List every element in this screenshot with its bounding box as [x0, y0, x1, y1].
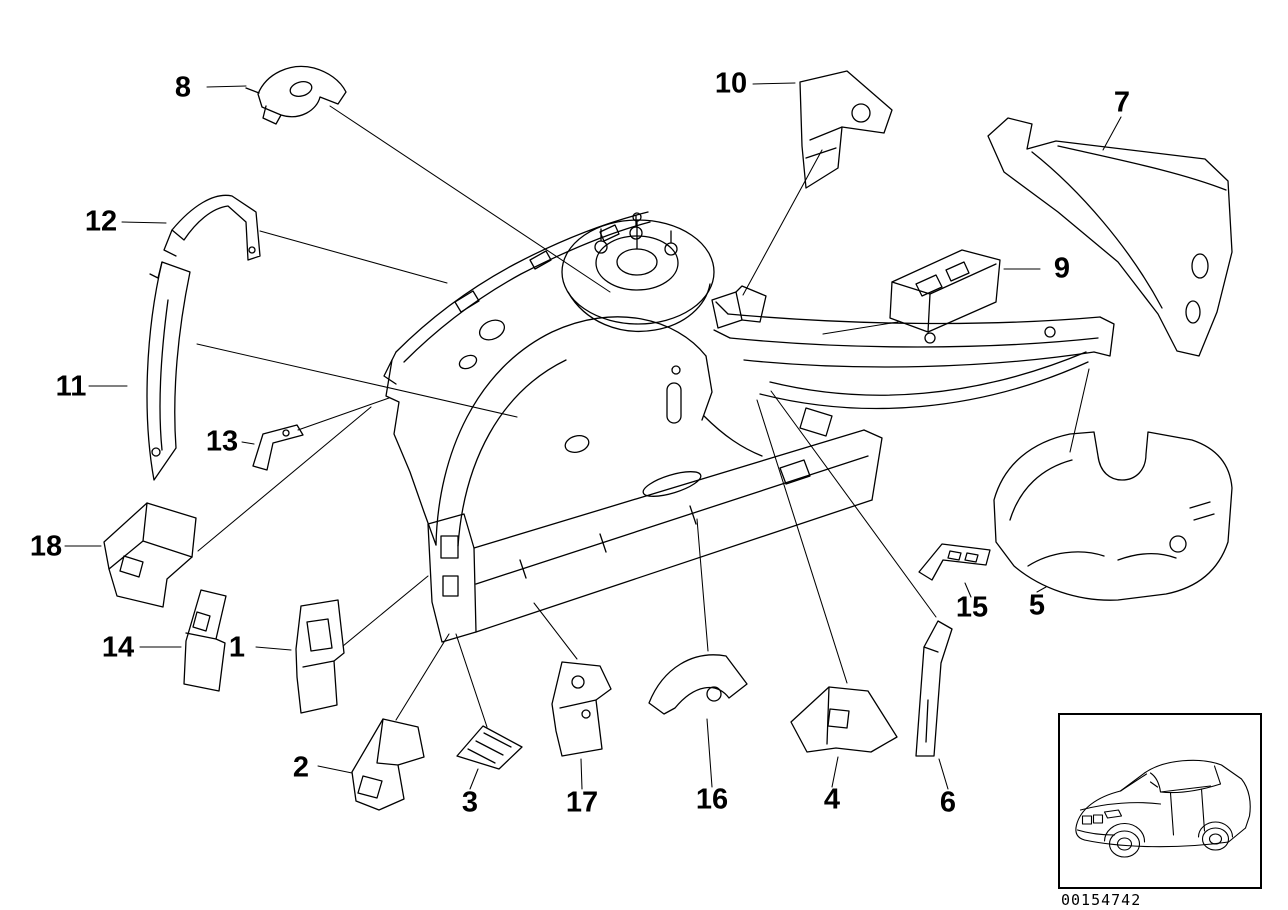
part-14-drawing: [183, 589, 227, 692]
leader-15: [964, 582, 972, 598]
callout-16[interactable]: 16: [695, 783, 729, 816]
car-icon: [1075, 759, 1251, 858]
leader-7: [1102, 116, 1122, 151]
part-5-drawing: [993, 431, 1233, 601]
leader-1: [255, 575, 429, 651]
leader-6: [770, 390, 949, 790]
leader-3: [455, 633, 488, 790]
part-15-drawing: [918, 543, 991, 581]
image-code: 00154742: [1060, 890, 1145, 910]
callout-14[interactable]: 14: [101, 631, 135, 664]
callout-8[interactable]: 8: [174, 71, 192, 104]
callout-3[interactable]: 3: [461, 786, 479, 819]
leader-5: [1036, 368, 1090, 593]
part-4-drawing: [790, 686, 898, 753]
leader-12: [121, 221, 448, 284]
part-9-drawing: [889, 249, 1001, 333]
main-assembly-drawing: [383, 211, 1115, 643]
callout-7[interactable]: 7: [1113, 86, 1131, 119]
part-8-drawing: [245, 65, 347, 125]
callout-12[interactable]: 12: [84, 205, 118, 238]
leader-16: [696, 518, 713, 788]
callout-2[interactable]: 2: [292, 751, 310, 784]
part-10-drawing: [799, 70, 893, 189]
leader-lines: [64, 82, 1122, 790]
callout-11[interactable]: 11: [55, 370, 87, 403]
callout-9[interactable]: 9: [1053, 252, 1071, 285]
leader-18: [64, 406, 372, 552]
callout-4[interactable]: 4: [823, 783, 841, 816]
leader-17: [533, 602, 583, 790]
leader-13: [241, 397, 390, 445]
part-7-drawing: [987, 117, 1233, 357]
part-13-drawing: [252, 424, 304, 471]
callout-1[interactable]: 1: [228, 631, 246, 664]
part-1-drawing: [295, 599, 345, 714]
leader-8: [206, 85, 611, 293]
callout-17[interactable]: 17: [565, 786, 599, 819]
callout-15[interactable]: 15: [955, 591, 989, 624]
callout-10[interactable]: 10: [714, 67, 748, 100]
strut-tower: [561, 212, 715, 332]
callout-5[interactable]: 5: [1028, 589, 1046, 622]
leader-4: [756, 399, 848, 788]
part-18-drawing: [103, 502, 197, 608]
part-2-drawing: [351, 718, 425, 811]
part-11-drawing: [146, 261, 191, 481]
part-3-drawing: [456, 725, 523, 770]
vehicle-thumbnail-box: [1058, 713, 1262, 889]
leader-10: [742, 82, 823, 296]
callout-6[interactable]: 6: [939, 786, 957, 819]
callout-18[interactable]: 18: [29, 530, 63, 563]
part-17-drawing: [551, 661, 612, 757]
leader-9: [822, 268, 1041, 335]
leader-11: [88, 343, 518, 418]
part-12-drawing: [163, 194, 261, 261]
part-16-drawing: [648, 654, 748, 715]
leader-2: [317, 633, 450, 774]
part-6-drawing: [915, 620, 953, 757]
callout-13[interactable]: 13: [205, 425, 239, 458]
